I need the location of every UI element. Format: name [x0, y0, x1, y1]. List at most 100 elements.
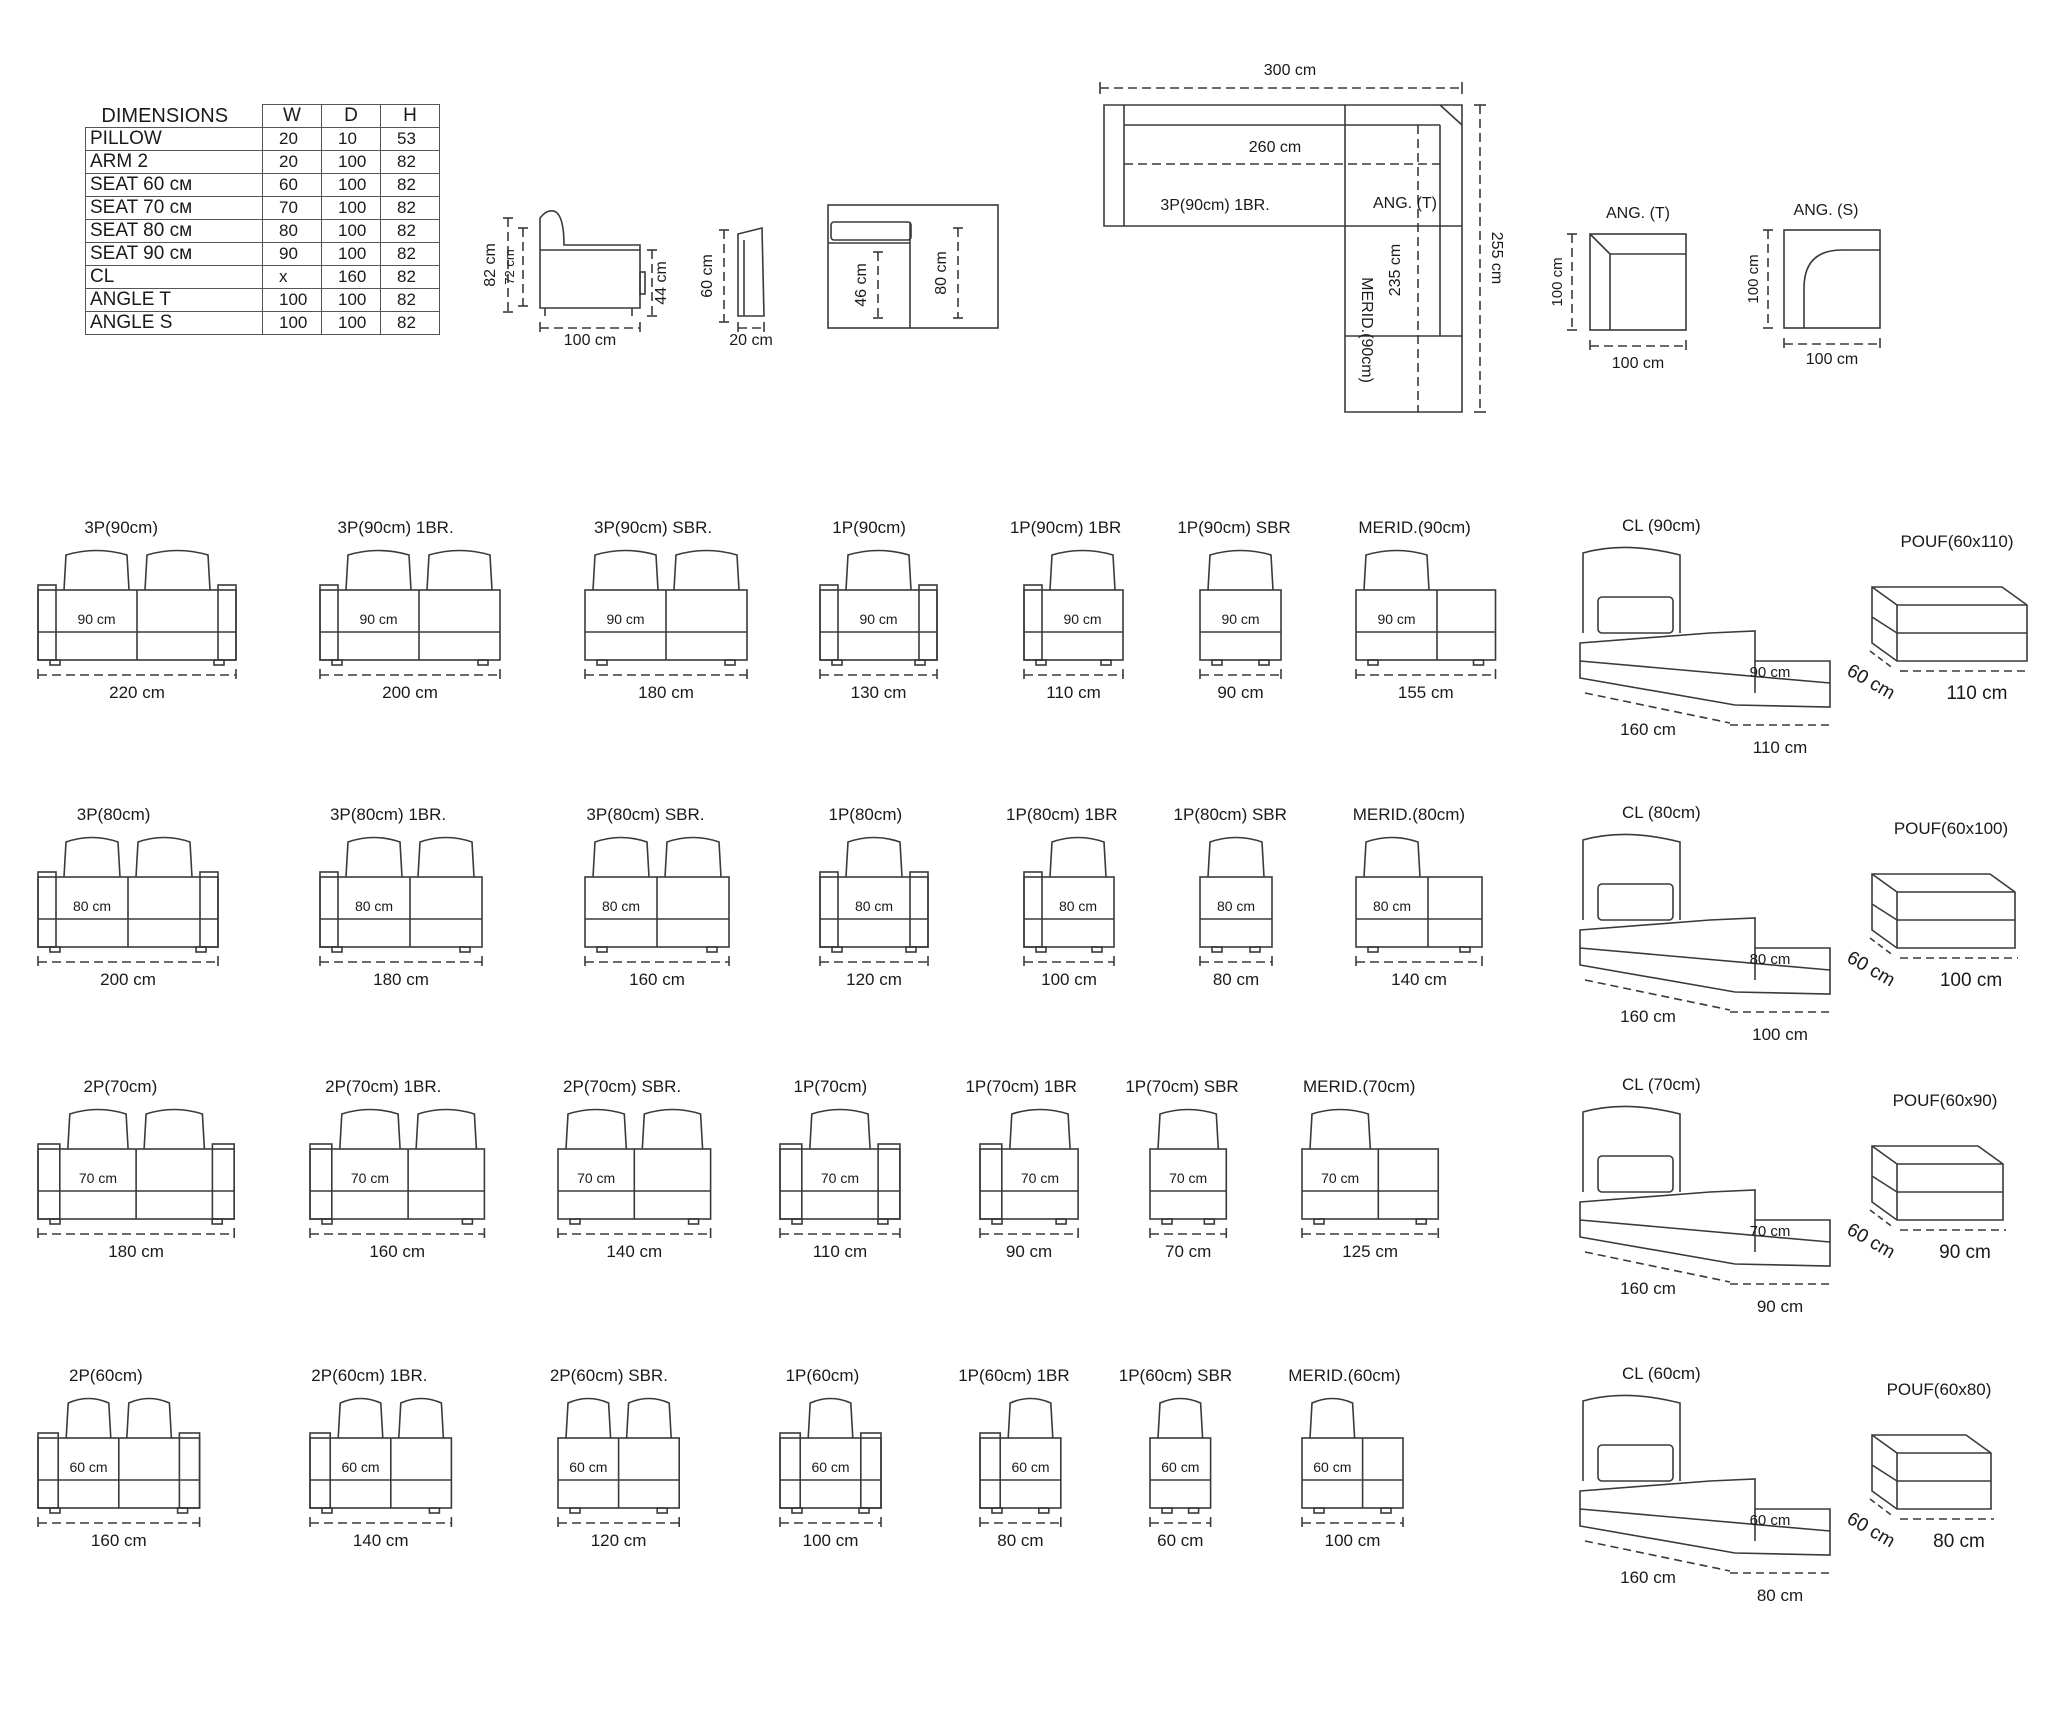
module-width-dimension: 100 cm [1301, 1517, 1404, 1550]
module-width-dimension: 90 cm [1199, 669, 1282, 702]
module-name: 3P(90cm) [84, 518, 158, 537]
back-cushion [1363, 549, 1430, 591]
arm-stub [639, 271, 646, 295]
back-cushion [143, 1108, 206, 1150]
dimension-label: 100 cm [1806, 351, 1858, 368]
module-name: 1P(70cm) [794, 1077, 868, 1096]
cell-h: 82 [380, 311, 440, 335]
dimension-label: 130 cm [851, 683, 907, 702]
module-body [309, 1148, 486, 1220]
cell-w: 90 [262, 242, 322, 266]
dimension-label: 180 cm [373, 970, 429, 989]
dimension-label: 160 cm [629, 970, 685, 989]
dimension-label: 180 cm [638, 683, 694, 702]
angle-t-outline [1589, 233, 1687, 331]
module-name: 1P(80cm) [829, 805, 903, 824]
back-cushion [1009, 1108, 1071, 1150]
dimensions-header-row: DIMENSIONS W D H [86, 104, 440, 128]
chaise-depth-label: 160 cm [1620, 1007, 1676, 1026]
foot [1203, 1218, 1216, 1225]
module-width-dimension: 160 cm [309, 1228, 486, 1261]
angle-t-title: ANG. (T) [1606, 205, 1670, 222]
height-72-dimension: 72 cm [502, 227, 528, 307]
chaise-body [1579, 1189, 1831, 1267]
pouf-edge [1871, 586, 1898, 606]
back-cushion [1157, 1397, 1204, 1439]
dimension-label: 60 cm [1157, 1531, 1203, 1550]
chaise-back [1582, 1105, 1681, 1192]
module-width-dimension: 140 cm [557, 1228, 712, 1261]
dimension-label: 110 cm [1046, 683, 1101, 702]
foot [1258, 659, 1270, 666]
back-cushion [63, 549, 130, 591]
dimension-label: 60 cm [699, 254, 716, 298]
chaise-depth-label: 160 cm [1620, 1279, 1676, 1298]
module-width-dimension: 120 cm [557, 1517, 681, 1550]
chaise-name: CL (60cm) [1622, 1364, 1701, 1383]
module-name: 1P(90cm) [832, 518, 906, 537]
pouf-depth-line [1869, 1498, 1895, 1518]
foot [706, 946, 718, 953]
total-width-label: 300 cm [1264, 62, 1316, 79]
foot [331, 946, 343, 953]
left-arm [819, 871, 839, 948]
left-arm [37, 1143, 61, 1220]
chaise-seat-label: 90 cm [1750, 664, 1791, 681]
back-cushion [1309, 1397, 1356, 1439]
module-name: 2P(70cm) SBR. [563, 1077, 681, 1096]
angle-s-curve [1803, 249, 1880, 328]
module-width-dimension: 180 cm [37, 1228, 235, 1261]
cell-h: 82 [380, 150, 440, 174]
back-cushion [592, 549, 659, 591]
dimension-label: 125 cm [1342, 1242, 1398, 1261]
module-name: 3P(90cm) SBR. [594, 518, 712, 537]
chaise-back [1582, 546, 1681, 633]
chaise-body [1579, 630, 1831, 708]
dimensions-title: DIMENSIONS [101, 104, 229, 127]
chaise-body [1579, 917, 1831, 995]
module-width-dimension: 140 cm [309, 1517, 453, 1550]
module-name: MERID.(90cm) [1358, 518, 1470, 537]
module-name: 1P(60cm) [786, 1366, 860, 1385]
column-header-w: W [262, 104, 322, 128]
row-label: SEAT 60 см [85, 173, 263, 197]
cell-h: 82 [380, 196, 440, 220]
foot [477, 659, 489, 666]
module-width-dimension: 200 cm [319, 669, 501, 702]
dimension-label: 110 cm [813, 1242, 868, 1261]
dimension-label: 100 cm [1745, 254, 1762, 303]
pouf-body [1871, 586, 2028, 662]
module-name: 1P(60cm) SBR [1119, 1366, 1232, 1385]
dimension-label: 70 cm [1165, 1242, 1211, 1261]
seat-width-label: 70 cm [1021, 1170, 1059, 1186]
foot [49, 1218, 61, 1225]
seat-width-label: 70 cm [79, 1170, 117, 1186]
seat-width-label: 60 cm [1161, 1459, 1199, 1475]
module-width-dimension: 180 cm [319, 956, 483, 989]
module-name: 3P(80cm) [77, 805, 151, 824]
back-cushion [625, 1397, 672, 1439]
column-header-h: H [380, 104, 440, 128]
foot [49, 946, 61, 953]
seat-width-label: 90 cm [859, 611, 897, 627]
chaise-pillow [1597, 1155, 1674, 1193]
dimension-label: 44 cm [653, 261, 670, 305]
pouf-width-label: 90 cm [1939, 1242, 1991, 1263]
pouf-width-label: 110 cm [1947, 683, 2008, 704]
back-cushion [417, 836, 475, 878]
seat-width-label: 60 cm [341, 1459, 379, 1475]
